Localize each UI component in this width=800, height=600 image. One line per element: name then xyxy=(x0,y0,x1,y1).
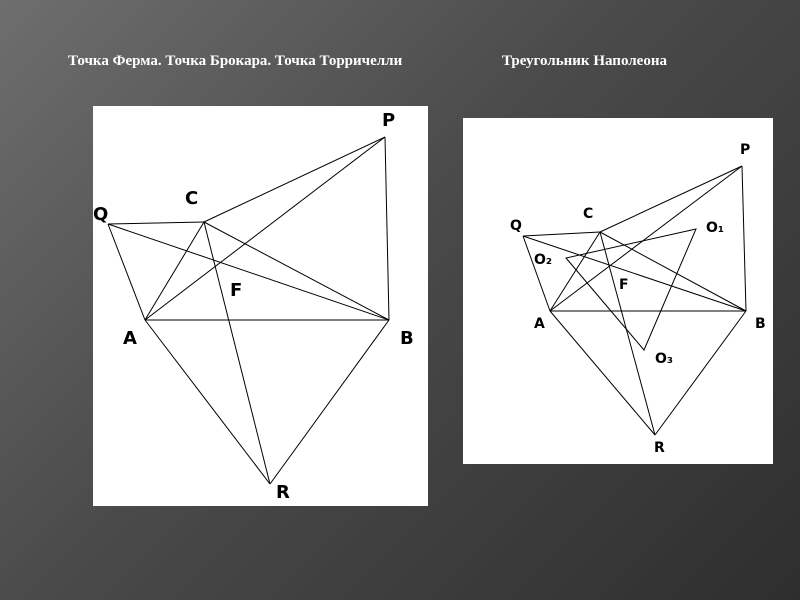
label-B: B xyxy=(400,328,414,349)
segment-QB xyxy=(107,223,390,321)
segment-QC xyxy=(522,231,601,237)
segment-AR xyxy=(549,310,656,436)
segment-QA xyxy=(107,223,146,321)
label-O1: O₁ xyxy=(706,220,724,236)
label-Q: Q xyxy=(93,204,108,225)
segment-PB xyxy=(741,165,747,312)
segment-AP xyxy=(549,165,743,312)
label-A: A xyxy=(534,316,545,332)
segment-BR xyxy=(269,319,390,485)
segment-QB xyxy=(522,235,747,312)
fermat-diagram: P Q C F A B R xyxy=(93,110,414,503)
label-R: R xyxy=(654,440,665,456)
right-title: Треугольник Наполеона xyxy=(502,53,667,69)
segment-CR xyxy=(599,231,656,436)
label-B: B xyxy=(755,316,766,332)
label-C: C xyxy=(185,188,198,209)
segment-CP xyxy=(599,165,743,233)
napoleon-diagram-panel: P Q C O₁ O₂ F A B O₃ R xyxy=(463,118,773,464)
segment-CR xyxy=(203,221,271,485)
segment-PB xyxy=(384,136,390,321)
label-C: C xyxy=(583,206,593,222)
segment-AC xyxy=(144,221,205,321)
segment-CP xyxy=(203,136,386,223)
napoleon-triangle xyxy=(565,228,697,351)
segment-BR xyxy=(654,310,747,436)
label-P: P xyxy=(382,110,395,131)
label-O2: O₂ xyxy=(534,252,552,268)
label-A: A xyxy=(123,328,137,349)
napoleon-diagram: P Q C O₁ O₂ F A B O₃ R xyxy=(510,142,766,456)
label-P: P xyxy=(740,142,750,158)
segment-CB xyxy=(599,231,747,312)
segment-CB xyxy=(203,221,390,321)
segment-AC xyxy=(549,231,601,312)
label-F: F xyxy=(619,277,629,293)
segment-QC xyxy=(107,221,205,225)
fermat-diagram-panel: P Q C F A B R xyxy=(93,106,428,506)
label-O3: O₃ xyxy=(655,351,673,367)
label-Q: Q xyxy=(510,218,522,234)
label-R: R xyxy=(276,482,290,503)
left-title: Точка Ферма. Точка Брокара. Точка Торрич… xyxy=(68,53,403,69)
segment-AP xyxy=(144,136,386,321)
segment-AR xyxy=(144,319,271,485)
label-F: F xyxy=(230,280,242,301)
segment-QA xyxy=(522,235,551,312)
